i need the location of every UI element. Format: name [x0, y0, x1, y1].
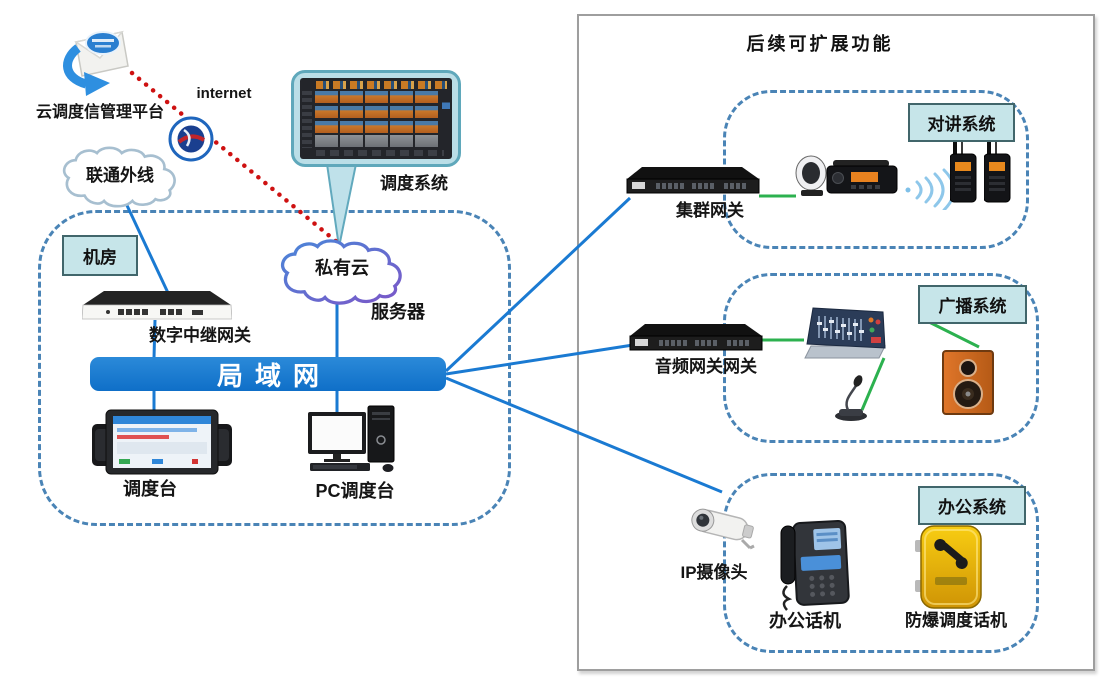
internet-label: internet: [196, 85, 252, 102]
office-dashed-box: [723, 473, 1039, 653]
vehicle-radio-device: [793, 150, 899, 202]
intercom-system-label-box: 对讲系统: [908, 103, 1015, 142]
cloud-platform-label: 云调度信管理平台: [35, 104, 164, 121]
audio-gateway-device: [629, 323, 763, 353]
unicom-cloud-label: 联通外线: [86, 166, 154, 185]
dispatch-ui-screenshot: [300, 78, 452, 159]
dispatch-ui-sidebar: [302, 91, 312, 148]
broadcast-dashed-box: [723, 273, 1039, 443]
broadcast-system-label-box: 广播系统: [918, 285, 1027, 324]
ip-camera-label: IP摄像头: [680, 563, 748, 582]
office-system-label-box: 办公系统: [918, 486, 1026, 525]
cloud-platform-icon: [58, 20, 146, 96]
office-phone-label: 办公话机: [769, 611, 841, 631]
exproof-phone-device: [915, 524, 985, 612]
dispatch-ui-statusbar: [316, 150, 444, 156]
dispatch-ui-toolbar: [316, 81, 447, 89]
speaker-device: [942, 350, 994, 416]
room-label-box: 机房: [62, 235, 138, 276]
dispatch-ui-video-grid: [313, 90, 440, 149]
pc-console-label: PC调度台: [315, 481, 395, 501]
expansion-panel-title: 后续可扩展功能: [746, 34, 894, 54]
audio-mixer-device: [803, 306, 889, 362]
pc-console-device: [306, 404, 398, 472]
trunk-gateway-device: [82, 290, 232, 323]
dispatch-system-callout: [291, 70, 461, 167]
audio-gateway-label: 音频网关网关: [655, 357, 757, 376]
lan-bar: 局域网: [90, 357, 446, 391]
office-phone-device: [775, 516, 853, 612]
cluster-gateway-device: [626, 166, 760, 196]
dispatch-console-label: 调度台: [123, 479, 177, 499]
walkie-talkie-2: [984, 138, 1012, 204]
dispatch-ui-rightbar: [442, 91, 450, 148]
walkie-talkie-1: [950, 138, 978, 204]
gooseneck-mic-device: [833, 372, 869, 422]
exproof-phone-label: 防爆调度话机: [905, 611, 1007, 630]
server-label: 服务器: [371, 302, 425, 322]
private-cloud-shape: [276, 238, 408, 306]
dispatch-console-device: [92, 408, 232, 478]
cluster-gateway-label: 集群网关: [676, 201, 744, 220]
trunk-gateway-label: 数字中继网关: [149, 326, 251, 345]
dispatch-system-label: 调度系统: [380, 174, 448, 193]
ip-camera-device: [686, 500, 758, 558]
private-cloud-label: 私有云: [315, 258, 369, 278]
